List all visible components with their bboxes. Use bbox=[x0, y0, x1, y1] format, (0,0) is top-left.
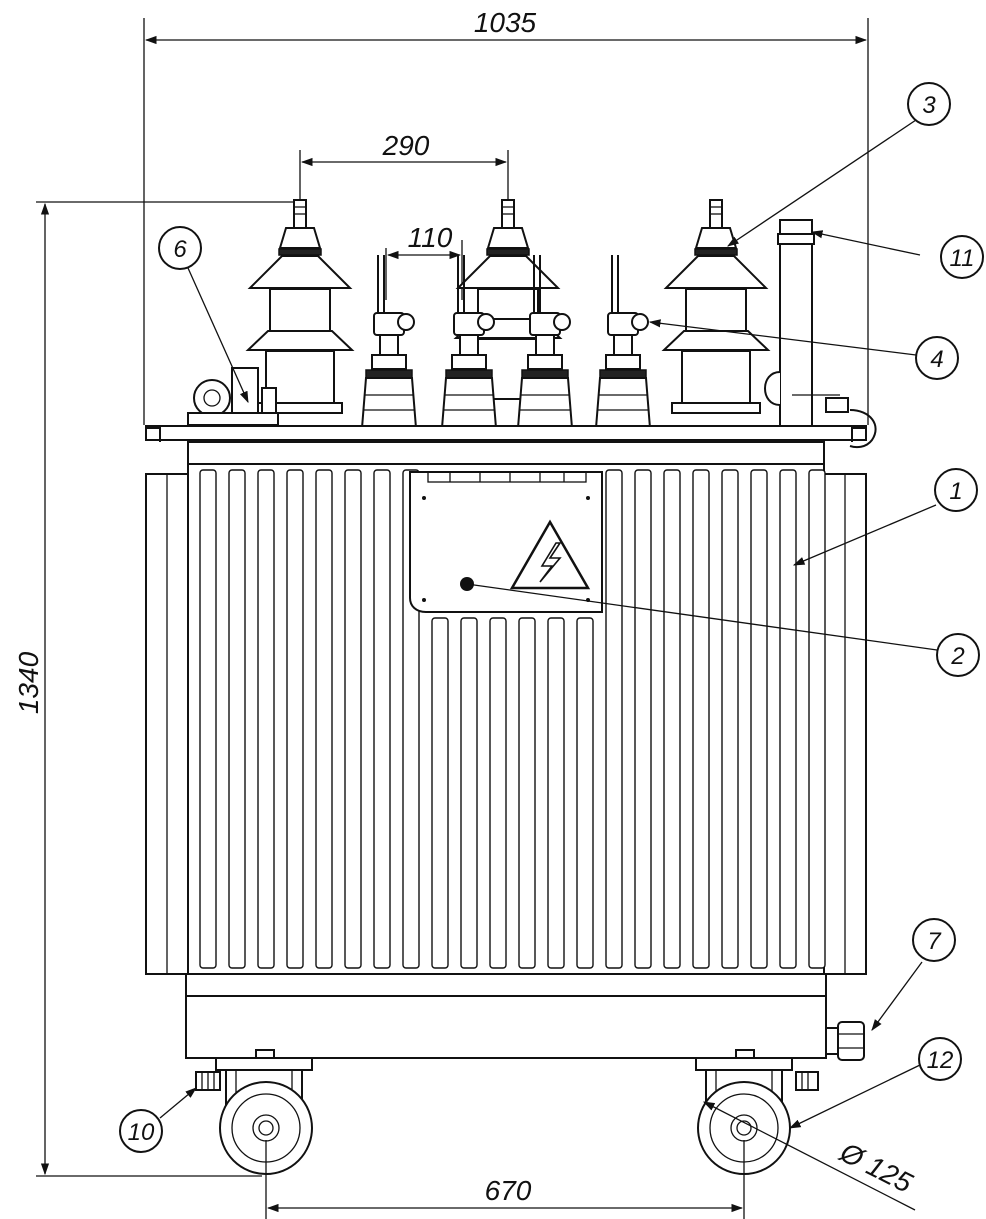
hv-bushing-right bbox=[661, 199, 771, 414]
callout-7-label: 7 bbox=[927, 928, 942, 955]
callout-6: 6 bbox=[158, 226, 202, 270]
dimension-lv-bushing-pitch: 110 bbox=[385, 222, 463, 300]
oil-level-tube bbox=[764, 219, 877, 449]
callout-1-label: 1 bbox=[949, 478, 962, 505]
dimension-wheel-track: 670 bbox=[265, 1140, 745, 1219]
callout-7: 7 bbox=[912, 918, 956, 962]
nameplate-panel bbox=[409, 471, 603, 613]
radiator-fin bbox=[315, 469, 333, 969]
earthing-bolt bbox=[195, 1071, 221, 1091]
callout-1: 1 bbox=[934, 468, 978, 512]
radiator-fin bbox=[518, 617, 536, 969]
lv-bushing-1 bbox=[360, 255, 418, 429]
dimension-wheel-track-label: 670 bbox=[485, 1175, 532, 1206]
callout-leaders bbox=[159, 119, 938, 1129]
drain-valve bbox=[825, 1021, 865, 1061]
dimension-overall-width: 1035 bbox=[143, 7, 869, 425]
callout-3-label: 3 bbox=[922, 92, 936, 119]
wheel-left bbox=[215, 1049, 313, 1175]
callout-4: 4 bbox=[915, 336, 959, 380]
dimension-overall-width-label: 1035 bbox=[474, 7, 537, 38]
radiator-fin bbox=[605, 469, 623, 969]
tank-cover bbox=[145, 425, 867, 465]
callout-10: 10 bbox=[119, 1109, 163, 1153]
radiator-fin bbox=[576, 617, 594, 969]
radiator-fin bbox=[199, 469, 217, 969]
tank-body bbox=[145, 463, 867, 1059]
callout-11: 11 bbox=[940, 235, 984, 279]
radiator-fin bbox=[750, 469, 768, 969]
callout-12: 12 bbox=[918, 1037, 962, 1081]
callout-2: 2 bbox=[936, 633, 980, 677]
callout-2-label: 2 bbox=[950, 643, 964, 670]
radiator-fin bbox=[779, 469, 797, 969]
radiator-fin bbox=[721, 469, 739, 969]
dimension-hv-bushing-pitch-label: 290 bbox=[382, 130, 430, 161]
high-voltage-warning-icon bbox=[509, 519, 591, 590]
radiator-fin bbox=[663, 469, 681, 969]
radiator-fin bbox=[286, 469, 304, 969]
radiator-fin bbox=[489, 617, 507, 969]
wheel-right bbox=[695, 1049, 793, 1175]
radiator-fin bbox=[460, 617, 478, 969]
callout-12-label: 12 bbox=[927, 1047, 954, 1074]
dimension-lv-bushing-pitch-label: 110 bbox=[408, 222, 453, 253]
callout-10-label: 10 bbox=[128, 1119, 155, 1146]
radiator-fin bbox=[257, 469, 275, 969]
radiator-fin bbox=[344, 469, 362, 969]
radiator-fin bbox=[547, 617, 565, 969]
lv-bushing-4 bbox=[594, 255, 652, 429]
dimension-overall-height-label: 1340 bbox=[13, 651, 44, 714]
callout-6-label: 6 bbox=[173, 236, 187, 263]
callout-11-label: 11 bbox=[950, 245, 975, 272]
radiator-fin bbox=[373, 469, 391, 969]
radiator-fin bbox=[692, 469, 710, 969]
lv-bushing-3 bbox=[516, 255, 574, 429]
hv-bushing-left bbox=[245, 199, 355, 414]
radiator-fin bbox=[634, 469, 652, 969]
pressure-relief-fitting bbox=[187, 367, 279, 426]
dimension-hv-bushing-pitch: 290 bbox=[299, 130, 509, 205]
radiator-fin bbox=[431, 617, 449, 969]
lv-bushing-2 bbox=[440, 255, 498, 429]
radiator-fins bbox=[199, 469, 826, 969]
callout-3: 3 bbox=[907, 82, 951, 126]
radiator-fin bbox=[808, 469, 826, 969]
dimension-overall-height: 1340 bbox=[13, 201, 300, 1177]
callout-4-label: 4 bbox=[930, 346, 943, 373]
radiator-fin bbox=[228, 469, 246, 969]
earthing-bolt-right bbox=[795, 1071, 819, 1091]
